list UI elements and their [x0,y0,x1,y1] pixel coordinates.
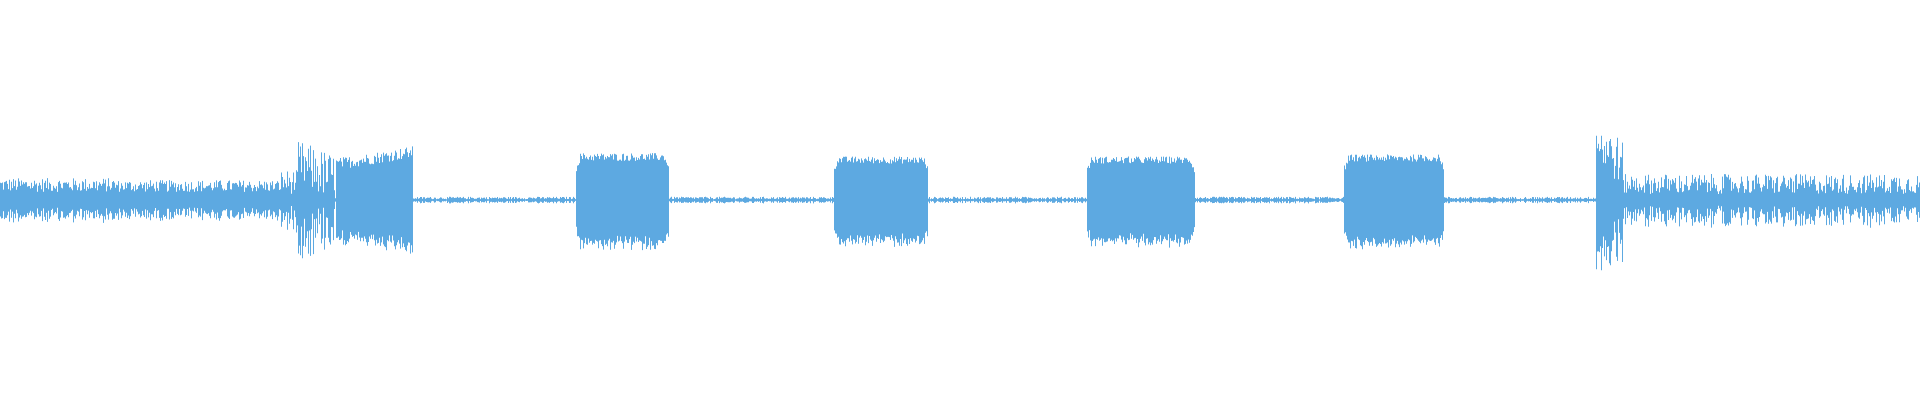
waveform-path [0,135,1920,271]
waveform-bars [0,135,1920,271]
